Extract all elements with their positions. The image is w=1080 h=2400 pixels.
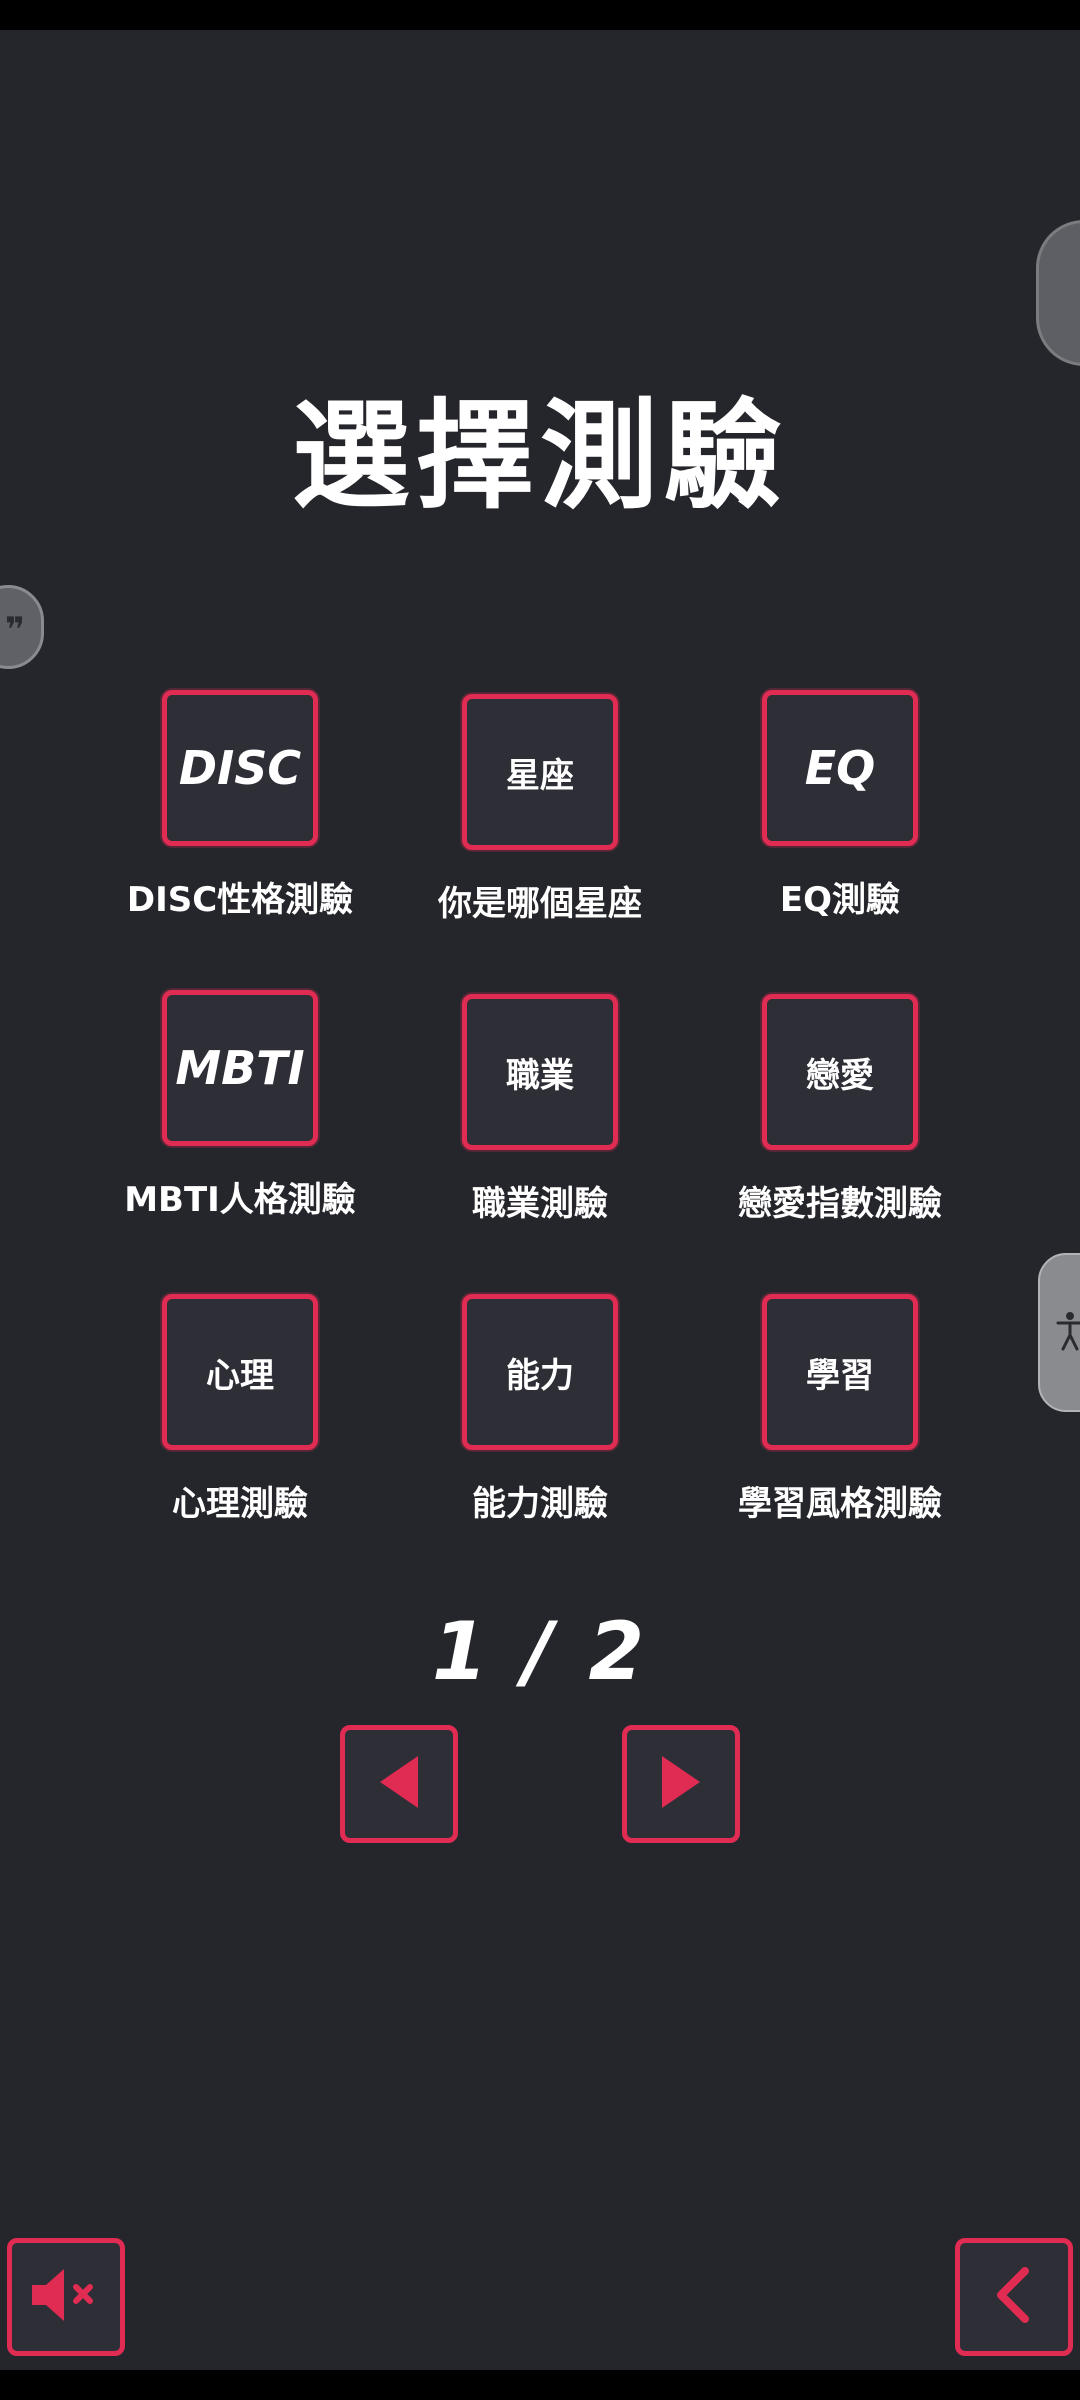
quiz-caption: 能力測驗 — [472, 1484, 608, 1524]
prev-page-button[interactable] — [340, 1725, 458, 1843]
quiz-tile-label: 星座 — [506, 755, 574, 796]
accessibility-tab[interactable] — [1038, 1253, 1080, 1412]
quiz-tile[interactable]: 星座 — [462, 694, 618, 850]
quiz-tile[interactable]: 戀愛 — [762, 994, 918, 1150]
quiz-item-career[interactable]: 職業 職業測驗 — [390, 994, 690, 1225]
floating-assistant-button[interactable] — [1036, 220, 1080, 366]
quote-icon: ❞ — [5, 610, 25, 650]
chevron-left-icon — [989, 2265, 1039, 2329]
quiz-tile[interactable]: 職業 — [462, 994, 618, 1150]
quiz-caption: 心理測驗 — [172, 1484, 308, 1524]
triangle-right-icon — [656, 1752, 706, 1816]
quiz-item-love[interactable]: 戀愛 戀愛指數測驗 — [690, 994, 990, 1225]
quiz-tile[interactable]: EQ — [762, 690, 918, 846]
chat-bubble-button[interactable]: ❞ — [0, 585, 44, 669]
accessibility-icon — [1055, 1311, 1080, 1355]
quiz-tile-label: 能力 — [506, 1355, 574, 1396]
quiz-caption: 學習風格測驗 — [738, 1484, 942, 1524]
quiz-tile-label: 心理 — [206, 1355, 274, 1396]
mute-button[interactable] — [7, 2238, 125, 2356]
quiz-tile-label: 職業 — [506, 1055, 574, 1096]
quiz-item-ability[interactable]: 能力 能力測驗 — [390, 1294, 690, 1525]
quiz-caption: 戀愛指數測驗 — [738, 1184, 942, 1224]
page-title: 選擇測驗 — [291, 387, 788, 525]
triangle-left-icon — [374, 1752, 424, 1816]
system-nav-bar — [0, 2370, 1080, 2400]
quiz-caption: 職業測驗 — [472, 1184, 608, 1224]
back-button[interactable] — [955, 2238, 1073, 2356]
quiz-tile[interactable]: 能力 — [462, 1294, 618, 1450]
quiz-tile[interactable]: DISC — [162, 690, 318, 846]
quiz-tile[interactable]: 心理 — [162, 1294, 318, 1450]
quiz-tile-label: 戀愛 — [806, 1055, 874, 1096]
quiz-tile-label: MBTI — [175, 1041, 305, 1095]
quiz-item-learning[interactable]: 學習 學習風格測驗 — [690, 1294, 990, 1525]
quiz-tile-label: EQ — [804, 741, 876, 795]
quiz-item-eq[interactable]: EQ EQ測驗 — [690, 690, 990, 921]
quiz-tile[interactable]: MBTI — [162, 990, 318, 1146]
quiz-tile-label: 學習 — [806, 1355, 874, 1396]
quiz-caption: DISC性格測驗 — [126, 880, 354, 920]
quiz-item-psychology[interactable]: 心理 心理測驗 — [90, 1294, 390, 1525]
page-indicator: 1 / 2 — [431, 1605, 649, 1698]
quiz-item-mbti[interactable]: MBTI MBTI人格測驗 — [90, 990, 390, 1221]
quiz-caption: EQ測驗 — [779, 880, 901, 920]
quiz-item-zodiac[interactable]: 星座 你是哪個星座 — [390, 694, 690, 925]
quiz-item-disc[interactable]: DISC DISC性格測驗 — [90, 690, 390, 921]
next-page-button[interactable] — [622, 1725, 740, 1843]
quiz-caption: 你是哪個星座 — [438, 884, 642, 924]
speaker-muted-icon — [26, 2265, 106, 2329]
quiz-tile[interactable]: 學習 — [762, 1294, 918, 1450]
quiz-tile-label: DISC — [178, 741, 302, 795]
status-bar — [0, 0, 1080, 30]
quiz-caption: MBTI人格測驗 — [124, 1180, 356, 1220]
